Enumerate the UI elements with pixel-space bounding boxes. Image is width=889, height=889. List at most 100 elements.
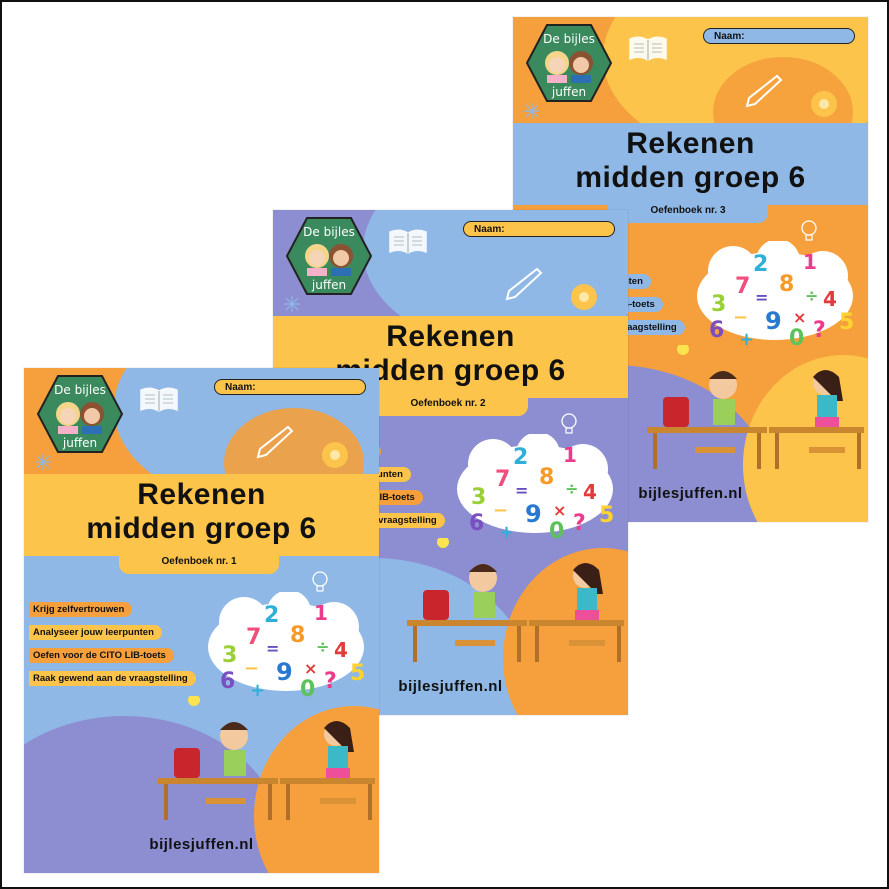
svg-text:−: − bbox=[244, 658, 259, 679]
star-icon bbox=[284, 296, 300, 312]
website-url: bijlesjuffen.nl bbox=[149, 836, 254, 853]
svg-text:÷: ÷ bbox=[565, 479, 578, 498]
svg-text:5: 5 bbox=[599, 503, 614, 528]
feature-bullet: Analyseer jouw leerpunten bbox=[29, 625, 162, 640]
svg-text:1: 1 bbox=[314, 601, 328, 625]
donut-icon bbox=[322, 442, 348, 468]
svg-text:+: + bbox=[499, 522, 514, 539]
svg-text:=: = bbox=[755, 288, 768, 307]
workbook-number: Oefenboek nr. 2 bbox=[368, 396, 528, 416]
svg-text:×: × bbox=[553, 501, 566, 520]
svg-text:?: ? bbox=[573, 511, 586, 536]
svg-text:7: 7 bbox=[246, 625, 261, 650]
cover-title-line1: Rekenen bbox=[386, 320, 515, 353]
star-icon bbox=[35, 454, 51, 470]
svg-text:?: ? bbox=[813, 318, 826, 343]
name-field: Naam: bbox=[463, 221, 615, 237]
svg-text:?: ? bbox=[324, 669, 337, 694]
svg-text:0: 0 bbox=[789, 326, 804, 346]
svg-text:+: + bbox=[739, 329, 754, 346]
workbook-number: Oefenboek nr. 1 bbox=[119, 554, 279, 574]
book-icon bbox=[140, 387, 178, 412]
svg-text:7: 7 bbox=[735, 274, 750, 299]
math-thought-cloud: 372=81÷4−9×6+0?5 bbox=[208, 592, 365, 697]
svg-text:×: × bbox=[304, 659, 317, 678]
cover-title-line1: Rekenen bbox=[626, 127, 755, 160]
classroom-illustration bbox=[407, 538, 624, 662]
svg-text:=: = bbox=[515, 481, 528, 500]
cover-title-line2: midden groep 6 bbox=[86, 512, 317, 545]
pencil-icon bbox=[256, 425, 294, 459]
svg-text:=: = bbox=[266, 639, 279, 658]
svg-text:3: 3 bbox=[222, 643, 237, 668]
svg-text:juffen: juffen bbox=[551, 85, 586, 99]
donut-icon bbox=[811, 91, 837, 117]
svg-text:4: 4 bbox=[583, 480, 597, 504]
svg-text:4: 4 bbox=[334, 638, 348, 662]
bijlesjuffen-logo: De bijles juffen bbox=[36, 375, 124, 453]
website-url: bijlesjuffen.nl bbox=[638, 485, 743, 502]
svg-text:juffen: juffen bbox=[62, 436, 97, 450]
svg-text:3: 3 bbox=[471, 485, 486, 510]
book-icon bbox=[389, 229, 427, 254]
pencil-icon bbox=[505, 267, 543, 301]
lightbulb-icon bbox=[801, 220, 817, 241]
svg-text:9: 9 bbox=[525, 500, 542, 528]
svg-text:1: 1 bbox=[803, 250, 817, 274]
svg-text:De bijles: De bijles bbox=[303, 225, 355, 239]
title-band bbox=[513, 123, 868, 205]
feature-bullet: Raak gewend aan de vraagstelling bbox=[29, 671, 196, 686]
book-icon bbox=[629, 36, 667, 61]
svg-text:9: 9 bbox=[276, 658, 293, 686]
svg-text:8: 8 bbox=[779, 272, 794, 297]
name-field: Naam: bbox=[214, 379, 366, 395]
svg-text:÷: ÷ bbox=[316, 637, 329, 656]
svg-text:×: × bbox=[793, 308, 806, 327]
svg-text:0: 0 bbox=[300, 677, 315, 697]
svg-text:−: − bbox=[733, 307, 748, 328]
star-icon bbox=[524, 103, 540, 119]
cover-title-line1: Rekenen bbox=[137, 478, 266, 511]
svg-text:juffen: juffen bbox=[311, 278, 346, 292]
workbook-number: Oefenboek nr. 3 bbox=[608, 203, 768, 223]
svg-text:2: 2 bbox=[753, 252, 768, 277]
svg-text:2: 2 bbox=[513, 445, 528, 470]
svg-text:8: 8 bbox=[539, 465, 554, 490]
feature-bullet: Oefen voor de CITO LIB-toets bbox=[29, 648, 174, 663]
cover-header: De bijles juffen Naam: bbox=[273, 210, 628, 318]
svg-text:8: 8 bbox=[290, 623, 305, 648]
svg-text:4: 4 bbox=[823, 287, 837, 311]
classroom-illustration bbox=[158, 696, 375, 820]
svg-text:0: 0 bbox=[549, 519, 564, 539]
cover-header: De bijles juffen Naam: bbox=[513, 17, 868, 125]
svg-text:De bijles: De bijles bbox=[543, 32, 595, 46]
bijlesjuffen-logo: De bijles juffen bbox=[285, 217, 373, 295]
cover-title-line2: midden groep 6 bbox=[575, 161, 806, 194]
title-band bbox=[24, 474, 379, 556]
feature-bullet: Krijg zelfvertrouwen bbox=[29, 602, 133, 617]
cover-header: De bijles juffen Naam: bbox=[24, 368, 379, 476]
svg-text:5: 5 bbox=[839, 310, 854, 335]
svg-text:−: − bbox=[493, 500, 508, 521]
svg-text:De bijles: De bijles bbox=[54, 383, 106, 397]
workbook-cover-1: De bijles juffen Naam: Rekenen midden gr… bbox=[24, 368, 379, 873]
svg-text:6: 6 bbox=[709, 318, 724, 343]
lightbulb-icon bbox=[312, 571, 328, 592]
svg-text:9: 9 bbox=[765, 307, 782, 335]
svg-text:1: 1 bbox=[563, 443, 577, 467]
svg-text:6: 6 bbox=[469, 511, 484, 536]
svg-text:+: + bbox=[250, 680, 265, 697]
pencil-icon bbox=[745, 74, 783, 108]
website-url: bijlesjuffen.nl bbox=[398, 678, 503, 695]
svg-text:3: 3 bbox=[711, 292, 726, 317]
svg-text:÷: ÷ bbox=[805, 286, 818, 305]
math-thought-cloud: 372 = 81 ÷ 4 −9 × 6 +0? 5 bbox=[697, 241, 854, 346]
name-field: Naam: bbox=[703, 28, 855, 44]
math-thought-cloud: 372=81÷4−9×6+0?5 bbox=[457, 434, 614, 539]
classroom-illustration bbox=[647, 345, 864, 469]
donut-icon bbox=[571, 284, 597, 310]
bijlesjuffen-logo: De bijles juffen bbox=[525, 24, 613, 102]
lightbulb-icon bbox=[561, 413, 577, 434]
svg-text:6: 6 bbox=[220, 669, 235, 694]
